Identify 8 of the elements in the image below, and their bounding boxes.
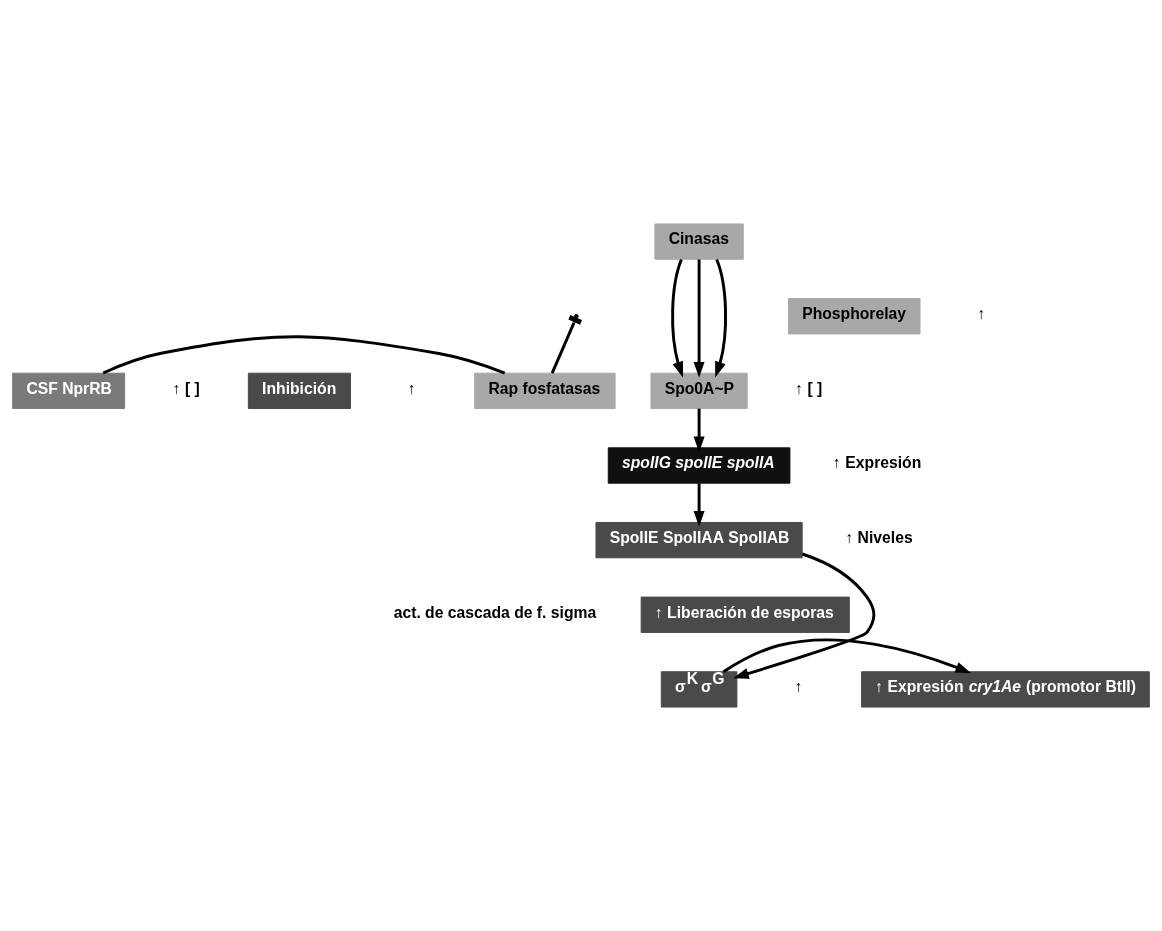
node-label: ↑ (977, 304, 986, 322)
node-label: ↑ (794, 678, 803, 696)
label: act. de cascada de f. sigma (393, 603, 597, 621)
node-label: ↑ (407, 379, 416, 397)
node-label: ↑ Expresión (833, 454, 922, 472)
node-label: ↑ Niveles (845, 528, 913, 546)
node-label: ↑ [ ] (172, 379, 200, 397)
node-label: ↑ [ ] (795, 379, 823, 397)
